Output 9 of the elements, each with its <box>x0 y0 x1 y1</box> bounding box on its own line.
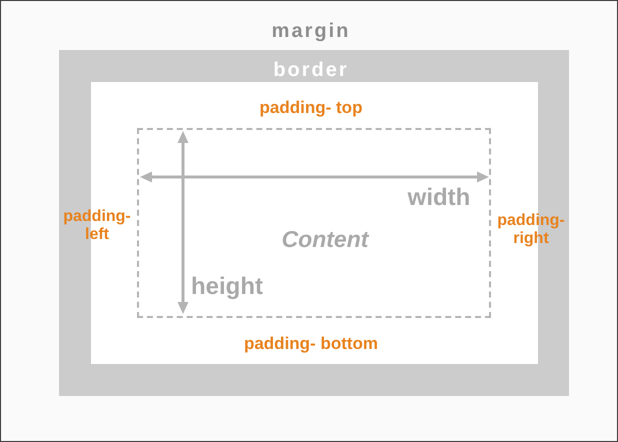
margin-label: margin <box>272 19 350 43</box>
padding-label: padding- left <box>62 208 132 244</box>
padding-label: padding- top <box>260 98 362 118</box>
padding-label: padding- right <box>496 212 566 248</box>
dimension-label: height <box>191 273 263 301</box>
border-band <box>59 50 569 396</box>
dimension-label: width <box>408 184 470 212</box>
content-label: Content <box>282 226 368 254</box>
padding-label: padding- bottom <box>244 334 378 354</box>
